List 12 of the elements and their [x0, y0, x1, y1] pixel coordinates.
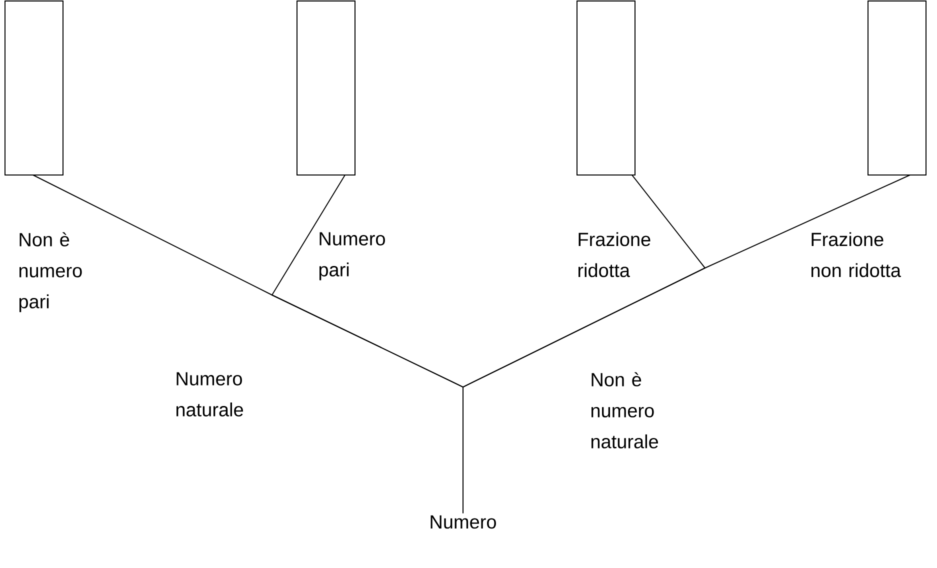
empty-box	[296, 0, 356, 176]
empty-box	[868, 0, 926, 176]
branch-label: Non è numero naturale	[591, 372, 658, 448]
branch-line	[462, 174, 910, 514]
empty-box	[4, 0, 64, 176]
node-label: Numero	[430, 515, 496, 529]
edge-label: Non è numero pari	[19, 232, 82, 312]
branch-label: Numero naturale	[176, 372, 243, 416]
edge-label: Frazione ridotta	[578, 232, 650, 278]
edge-label: Frazione non ridotta	[811, 232, 902, 278]
empty-box	[576, 0, 636, 176]
edge-label: Numero pari	[319, 232, 385, 280]
